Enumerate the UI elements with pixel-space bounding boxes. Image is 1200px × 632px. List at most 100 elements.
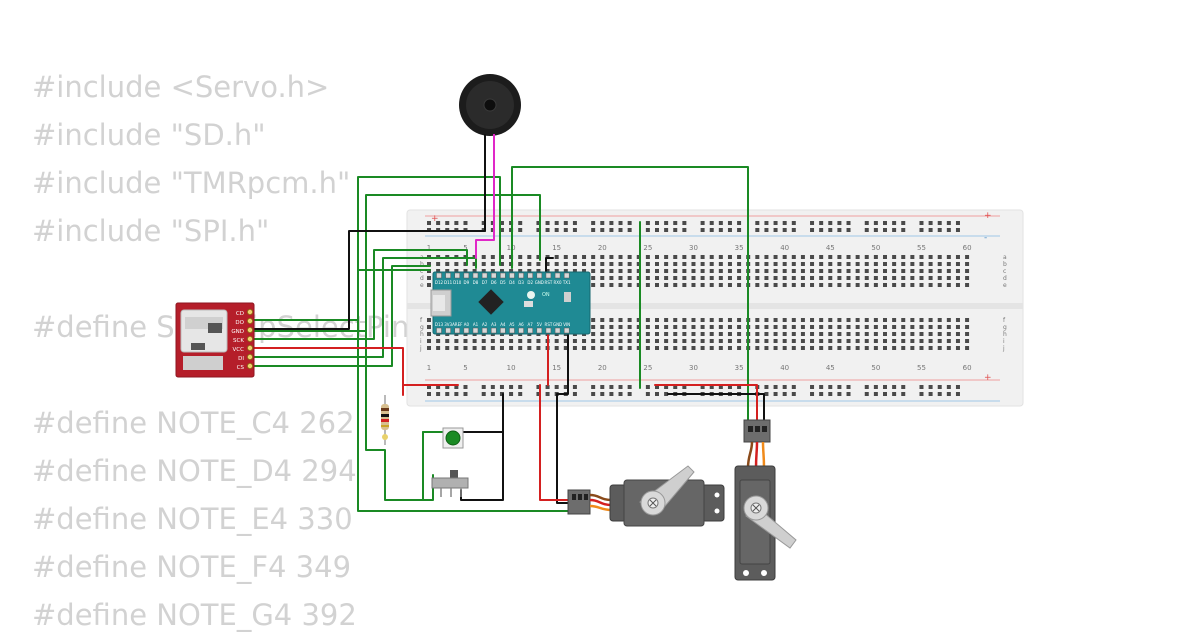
breadboard-rail-hole[interactable] bbox=[481, 221, 486, 225]
breadboard-rail-hole[interactable] bbox=[937, 221, 942, 225]
breadboard-hole[interactable] bbox=[828, 346, 833, 350]
breadboard-hole[interactable] bbox=[737, 332, 742, 336]
breadboard-hole[interactable] bbox=[499, 269, 504, 273]
breadboard-hole[interactable] bbox=[755, 318, 760, 322]
breadboard-hole[interactable] bbox=[892, 332, 897, 336]
breadboard-hole[interactable] bbox=[691, 255, 696, 259]
breadboard-hole[interactable] bbox=[819, 283, 824, 287]
breadboard-rail-hole[interactable] bbox=[883, 221, 887, 225]
breadboard-rail-hole[interactable] bbox=[937, 385, 942, 389]
breadboard-hole[interactable] bbox=[700, 346, 705, 350]
breadboard-hole[interactable] bbox=[691, 283, 696, 287]
breadboard-hole[interactable] bbox=[737, 339, 742, 343]
breadboard-hole[interactable] bbox=[883, 318, 887, 322]
breadboard-hole[interactable] bbox=[810, 276, 815, 280]
breadboard-hole[interactable] bbox=[955, 262, 960, 266]
servo-motor-1[interactable] bbox=[567, 465, 725, 527]
breadboard-hole[interactable] bbox=[855, 262, 860, 266]
breadboard-hole[interactable] bbox=[700, 269, 705, 273]
breadboard-hole[interactable] bbox=[883, 346, 887, 350]
breadboard-hole[interactable] bbox=[764, 318, 769, 322]
breadboard-rail-hole[interactable] bbox=[490, 228, 495, 232]
breadboard-hole[interactable] bbox=[427, 318, 431, 322]
breadboard-hole[interactable] bbox=[509, 339, 514, 343]
breadboard-hole[interactable] bbox=[600, 269, 605, 273]
breadboard-hole[interactable] bbox=[636, 276, 641, 280]
breadboard-hole[interactable] bbox=[700, 276, 705, 280]
breadboard-hole[interactable] bbox=[481, 339, 486, 343]
breadboard-hole[interactable] bbox=[955, 269, 960, 273]
breadboard-rail-hole[interactable] bbox=[791, 221, 796, 225]
breadboard-hole[interactable] bbox=[764, 339, 769, 343]
breadboard-hole[interactable] bbox=[636, 346, 641, 350]
breadboard-rail-hole[interactable] bbox=[764, 385, 769, 389]
breadboard-hole[interactable] bbox=[755, 283, 760, 287]
breadboard-rail-hole[interactable] bbox=[837, 392, 842, 396]
breadboard-hole[interactable] bbox=[955, 318, 960, 322]
breadboard-rail-hole[interactable] bbox=[518, 228, 523, 232]
breadboard-hole[interactable] bbox=[855, 318, 860, 322]
breadboard-hole[interactable] bbox=[937, 262, 942, 266]
breadboard-rail-hole[interactable] bbox=[673, 385, 678, 389]
breadboard-rail-hole[interactable] bbox=[682, 221, 687, 225]
breadboard-hole[interactable] bbox=[609, 276, 614, 280]
breadboard-hole[interactable] bbox=[901, 276, 906, 280]
breadboard-hole[interactable] bbox=[691, 332, 696, 336]
breadboard-rail-hole[interactable] bbox=[810, 228, 815, 232]
breadboard-hole[interactable] bbox=[901, 262, 906, 266]
breadboard-rail-hole[interactable] bbox=[810, 221, 815, 225]
breadboard-rail-hole[interactable] bbox=[490, 385, 495, 389]
breadboard-hole[interactable] bbox=[855, 346, 860, 350]
breadboard-rail-hole[interactable] bbox=[518, 221, 523, 225]
breadboard-hole[interactable] bbox=[609, 283, 614, 287]
breadboard-rail-hole[interactable] bbox=[572, 392, 577, 396]
breadboard-hole[interactable] bbox=[481, 262, 486, 266]
breadboard-rail-hole[interactable] bbox=[427, 221, 431, 225]
breadboard-rail-hole[interactable] bbox=[737, 385, 742, 389]
breadboard-hole[interactable] bbox=[618, 318, 623, 322]
breadboard-hole[interactable] bbox=[919, 325, 924, 329]
breadboard-hole[interactable] bbox=[673, 283, 678, 287]
breadboard-hole[interactable] bbox=[937, 283, 942, 287]
breadboard-hole[interactable] bbox=[645, 339, 650, 343]
nano-pin[interactable] bbox=[527, 327, 533, 334]
breadboard-rail-hole[interactable] bbox=[627, 228, 632, 232]
breadboard-hole[interactable] bbox=[846, 269, 851, 273]
breadboard-hole[interactable] bbox=[946, 262, 951, 266]
breadboard-hole[interactable] bbox=[855, 269, 860, 273]
breadboard-hole[interactable] bbox=[910, 339, 915, 343]
breadboard-hole[interactable] bbox=[946, 325, 951, 329]
breadboard-hole[interactable] bbox=[819, 339, 824, 343]
breadboard-rail-hole[interactable] bbox=[554, 221, 559, 225]
breadboard-rail-hole[interactable] bbox=[600, 392, 605, 396]
breadboard-hole[interactable] bbox=[627, 346, 632, 350]
breadboard-hole[interactable] bbox=[946, 276, 951, 280]
nano-pin[interactable] bbox=[518, 327, 524, 334]
piezo-buzzer[interactable] bbox=[459, 74, 521, 150]
breadboard-hole[interactable] bbox=[892, 283, 897, 287]
nano-pin[interactable] bbox=[500, 327, 506, 334]
breadboard-hole[interactable] bbox=[445, 262, 450, 266]
breadboard-rail-hole[interactable] bbox=[782, 221, 787, 225]
breadboard-rail-hole[interactable] bbox=[892, 228, 897, 232]
wire-black[interactable] bbox=[545, 257, 554, 273]
breadboard-hole[interactable] bbox=[837, 346, 842, 350]
breadboard-hole[interactable] bbox=[782, 255, 787, 259]
breadboard-hole[interactable] bbox=[864, 318, 869, 322]
wire-red[interactable] bbox=[539, 384, 569, 501]
breadboard-hole[interactable] bbox=[727, 269, 732, 273]
breadboard-hole[interactable] bbox=[892, 262, 897, 266]
breadboard-hole[interactable] bbox=[810, 325, 815, 329]
breadboard-hole[interactable] bbox=[837, 269, 842, 273]
breadboard-hole[interactable] bbox=[709, 262, 714, 266]
breadboard-hole[interactable] bbox=[718, 332, 723, 336]
breadboard-rail-hole[interactable] bbox=[919, 392, 924, 396]
sd-pin[interactable] bbox=[246, 353, 253, 360]
breadboard-rail-hole[interactable] bbox=[591, 385, 596, 389]
breadboard-hole[interactable] bbox=[782, 339, 787, 343]
breadboard-rail-hole[interactable] bbox=[454, 392, 459, 396]
breadboard-hole[interactable] bbox=[937, 332, 942, 336]
breadboard-rail-hole[interactable] bbox=[892, 221, 897, 225]
breadboard-hole[interactable] bbox=[582, 269, 587, 273]
breadboard-hole[interactable] bbox=[883, 325, 887, 329]
